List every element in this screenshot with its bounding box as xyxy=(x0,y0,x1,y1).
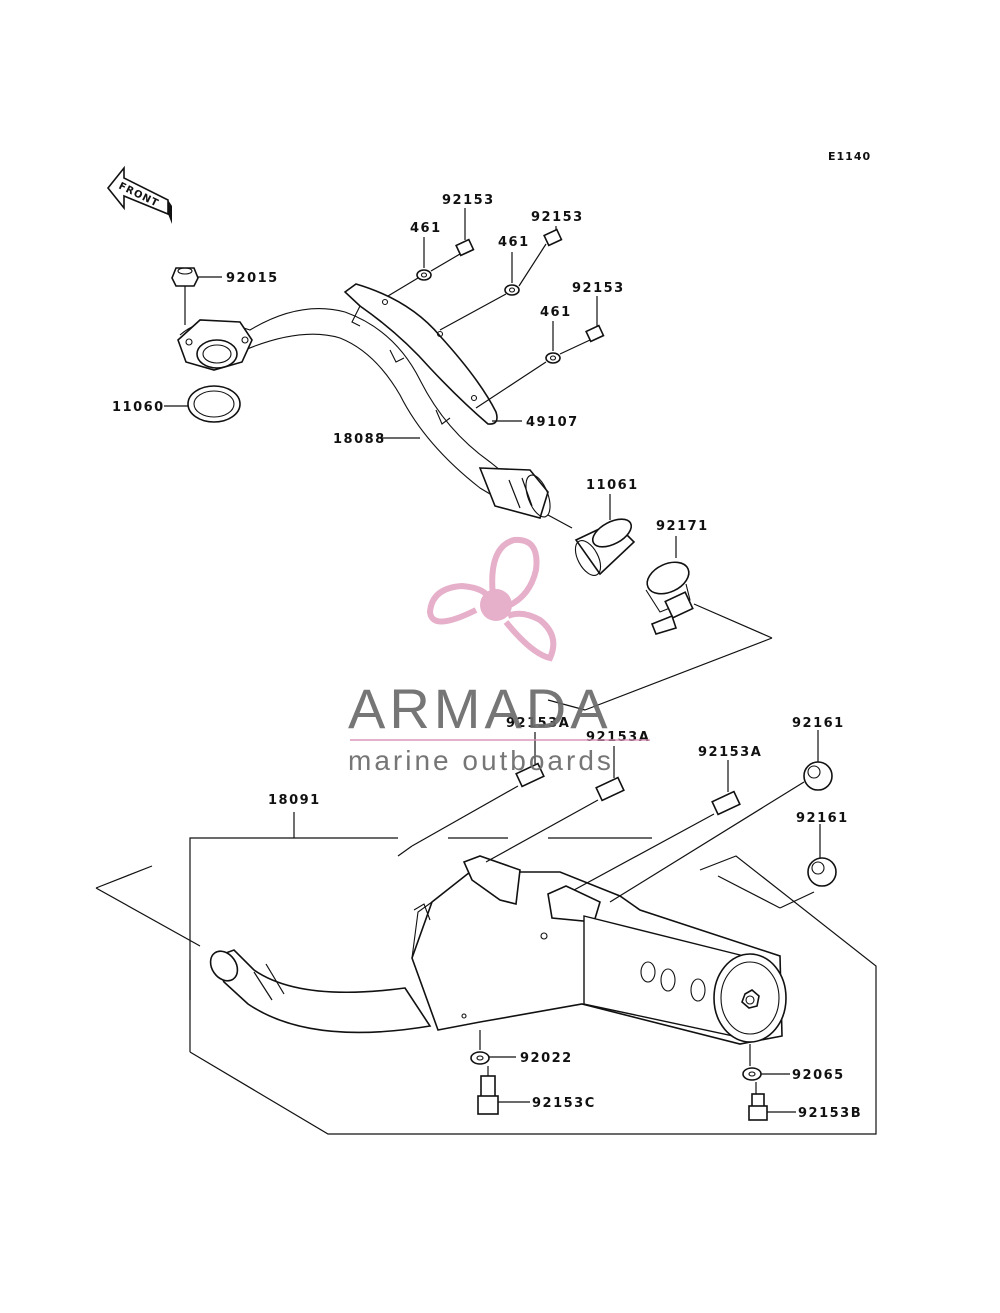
label-18091: 18091 xyxy=(268,793,321,808)
label-92153B: 92153B xyxy=(798,1106,862,1121)
clamp-92171 xyxy=(645,536,694,635)
label-11061: 11061 xyxy=(586,478,639,493)
part-labels: 92153 92153 92153 461 461 461 92015 1106… xyxy=(112,193,862,1121)
heat-guard-49107 xyxy=(343,283,522,425)
label-461-a: 461 xyxy=(410,221,442,236)
muffler-frame xyxy=(95,812,877,1135)
label-92153-b: 92153 xyxy=(531,210,584,225)
gasket-11060 xyxy=(164,385,241,423)
label-92161-a: 92161 xyxy=(792,716,845,731)
label-92171: 92171 xyxy=(656,519,709,534)
gasket-11061 xyxy=(547,494,636,576)
nut-92015 xyxy=(171,267,222,325)
label-92153A-c: 92153A xyxy=(698,745,762,760)
muffler-18091 xyxy=(209,855,787,1045)
label-92153-a: 92153 xyxy=(442,193,495,208)
link-line-b xyxy=(584,637,773,711)
damper-92161-b xyxy=(807,824,837,887)
label-92153C: 92153C xyxy=(532,1096,596,1111)
washer-92022 xyxy=(470,1030,516,1065)
diagram-code: E1140 xyxy=(828,150,871,163)
watermark-tagline: marine outboards xyxy=(348,745,614,776)
link-line-c xyxy=(547,699,586,711)
label-461-b: 461 xyxy=(498,235,530,250)
exhaust-pipe-18088 xyxy=(177,308,551,519)
bolt-group-lower xyxy=(397,732,741,891)
bolt-group-upper xyxy=(387,208,605,409)
bolt-92153B xyxy=(748,1082,796,1121)
label-92065: 92065 xyxy=(792,1068,845,1083)
label-92153-c: 92153 xyxy=(572,281,625,296)
label-92022: 92022 xyxy=(520,1051,573,1066)
label-461-c: 461 xyxy=(540,305,572,320)
propeller-logo-icon xyxy=(426,536,557,662)
washer-92065 xyxy=(742,1044,790,1081)
watermark: ARMADA marine outboards xyxy=(348,536,650,776)
label-92153A-a: 92153A xyxy=(506,716,570,731)
front-arrow-icon: FRONT xyxy=(106,165,172,224)
link-line-a xyxy=(693,603,773,639)
damper-92161-a xyxy=(609,730,833,903)
bolt-92153C xyxy=(477,1066,530,1115)
label-18088: 18088 xyxy=(333,432,386,447)
label-92015: 92015 xyxy=(226,271,279,286)
label-11060: 11060 xyxy=(112,400,165,415)
label-49107: 49107 xyxy=(526,415,579,430)
label-92161-b: 92161 xyxy=(796,811,849,826)
label-92153A-b: 92153A xyxy=(586,730,650,745)
watermark-brand: ARMADA xyxy=(348,677,612,740)
